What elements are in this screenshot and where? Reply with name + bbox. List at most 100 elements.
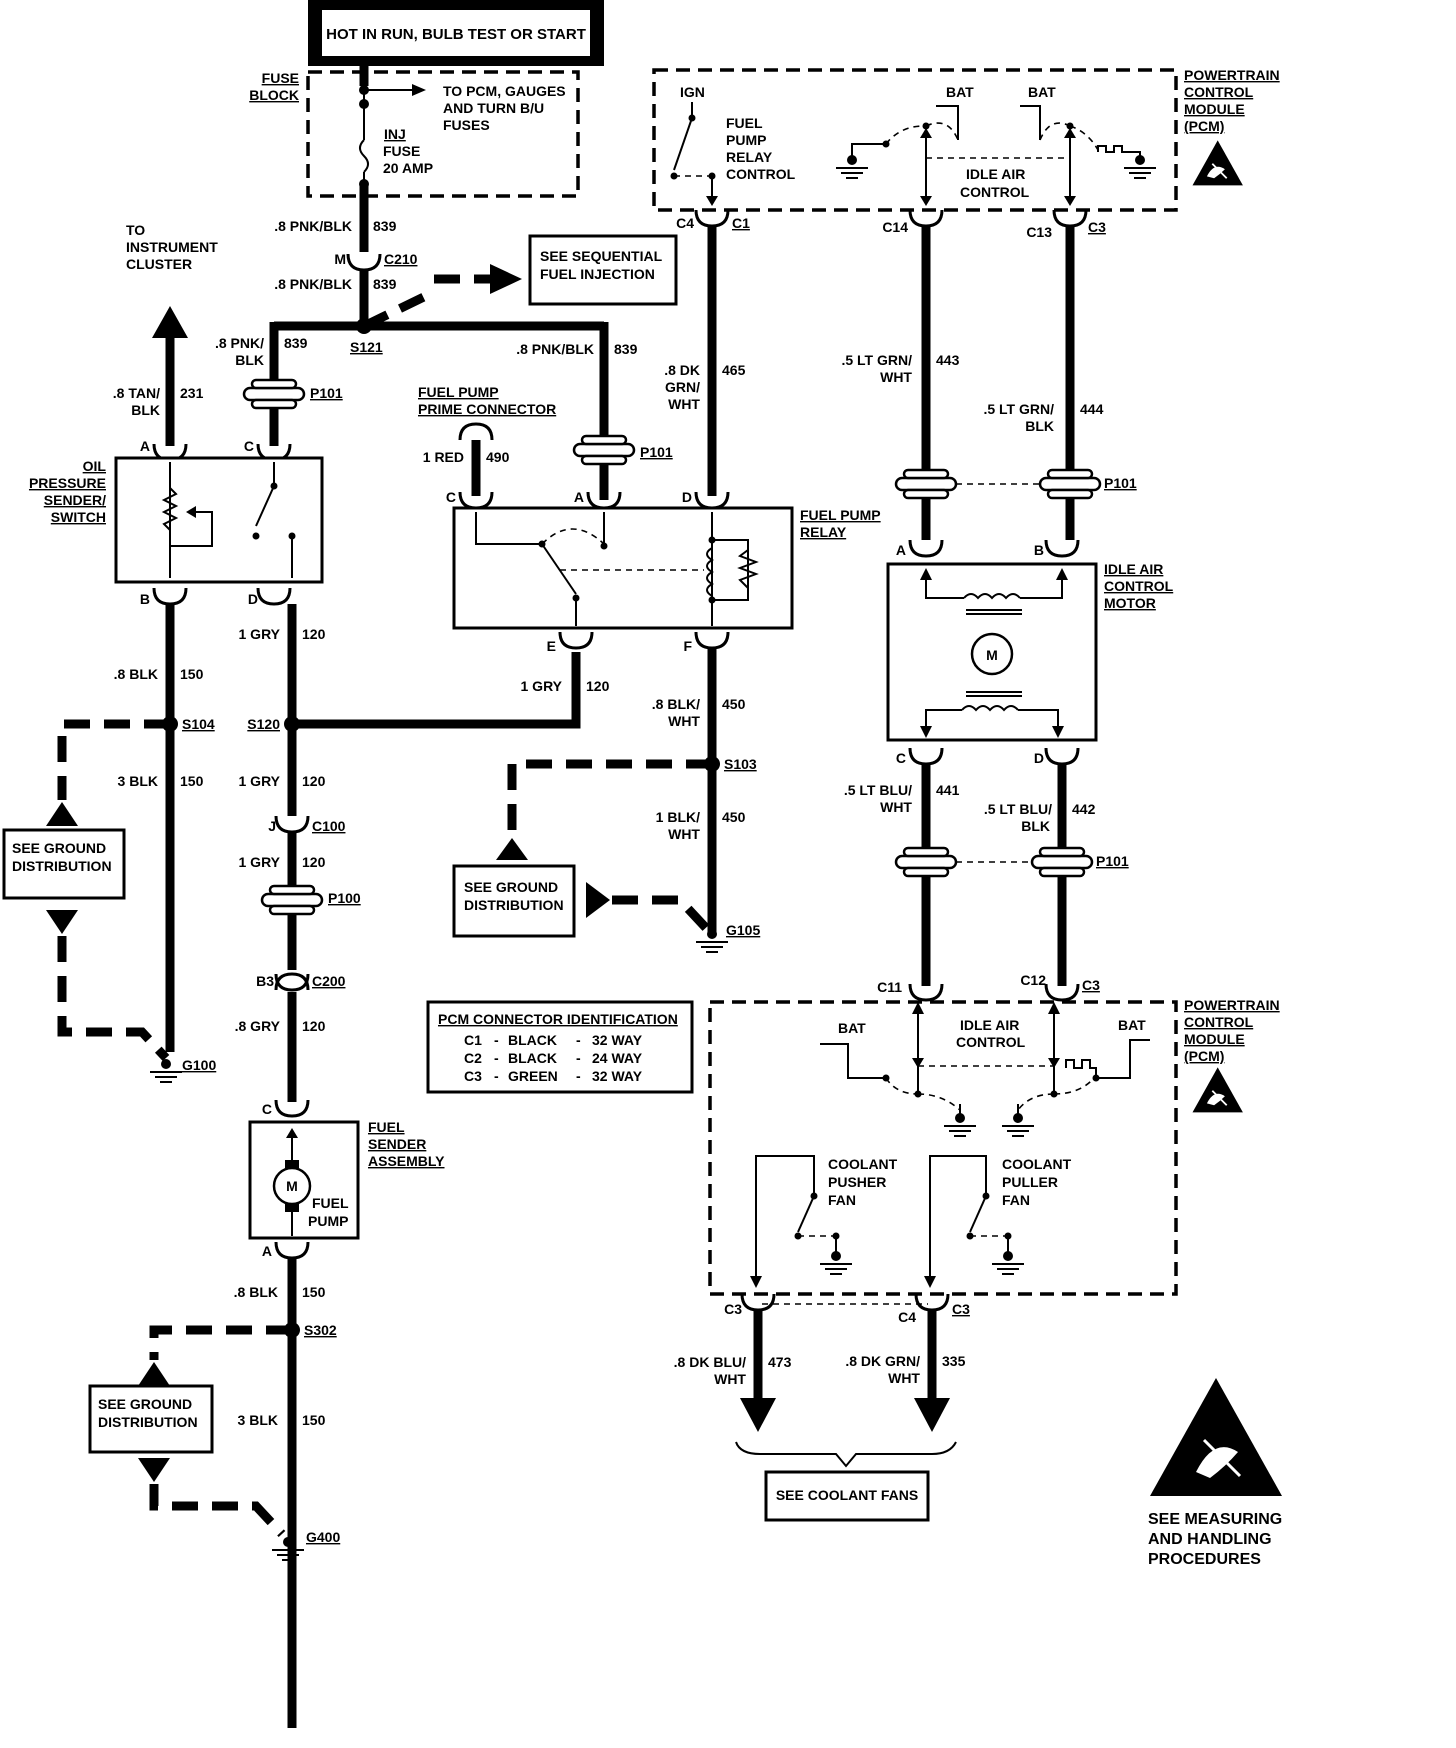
fs-pin-a: A bbox=[262, 1243, 272, 1259]
pcm-bot-c3-l: C3 bbox=[724, 1301, 742, 1317]
pcm-bot-l4: (PCM) bbox=[1184, 1048, 1224, 1064]
gnd-mid-l2: DISTRIBUTION bbox=[464, 897, 564, 913]
w450-b-num: 450 bbox=[722, 809, 746, 825]
prime-l1: FUEL PUMP bbox=[418, 384, 499, 400]
cluster-l3: CLUSTER bbox=[126, 256, 192, 272]
w490-gauge: 1 RED bbox=[423, 449, 464, 465]
iac-l2: CONTROL bbox=[1104, 578, 1174, 594]
w150-d-num: 150 bbox=[302, 1412, 326, 1428]
oil-pin-b: B bbox=[140, 591, 150, 607]
header-title: HOT IN RUN, BULB TEST OR START bbox=[326, 26, 586, 43]
circuit-120: 1 GRY 120 S120 1 GRY 120 1 GRY 120 J C10… bbox=[235, 604, 610, 1102]
c200-pin: B3 bbox=[256, 973, 274, 989]
fuel-pump-prime-connector: FUEL PUMP PRIME CONNECTOR 1 RED 490 bbox=[418, 384, 556, 496]
oil-pin-c: C bbox=[244, 438, 254, 454]
sfi-line-2: FUEL INJECTION bbox=[540, 266, 655, 282]
fs-l2: SENDER bbox=[368, 1136, 426, 1152]
esd-l1: SEE MEASURING bbox=[1148, 1511, 1282, 1528]
svg-text:-: - bbox=[576, 1068, 581, 1084]
p101-d: P101 bbox=[1096, 853, 1129, 869]
w839-top-gauge: .8 PNK/BLK bbox=[274, 218, 352, 234]
gnd-bot-l2: DISTRIBUTION bbox=[98, 1414, 198, 1430]
iac-pin-d: D bbox=[1034, 750, 1044, 766]
pcm-bot-c12: C12 bbox=[1020, 972, 1046, 988]
fuse-to-line-3: FUSES bbox=[443, 117, 490, 133]
w442-num: 442 bbox=[1072, 801, 1096, 817]
pcm-top-c13: C13 bbox=[1026, 224, 1052, 240]
p101-b: P101 bbox=[640, 444, 673, 460]
pcm-bot-bat-l: BAT bbox=[838, 1020, 866, 1036]
oil-pin-d: D bbox=[248, 591, 258, 607]
pcm-bot-c3-top: C3 bbox=[1082, 977, 1100, 993]
gnd-bot-l1: SEE GROUND bbox=[98, 1396, 192, 1412]
w120-e-gauge: 1 GRY bbox=[521, 678, 563, 694]
w450-a-g1: .8 BLK/ bbox=[652, 696, 700, 712]
w150-a-num: 150 bbox=[180, 666, 204, 682]
w120-b-num: 120 bbox=[302, 773, 326, 789]
s302: S302 bbox=[304, 1322, 337, 1338]
w120-c-num: 120 bbox=[302, 854, 326, 870]
gnd-mid-l1: SEE GROUND bbox=[464, 879, 558, 895]
iac-pin-a: A bbox=[896, 542, 906, 558]
fs-pin-c: C bbox=[262, 1101, 272, 1117]
fuel-sender-assembly: C FUEL SENDER ASSEMBLY M FUEL PUMP A bbox=[248, 1098, 445, 1260]
w442-g1: .5 LT BLU/ bbox=[984, 801, 1052, 817]
w150-d-gauge: 3 BLK bbox=[238, 1412, 278, 1428]
pcm-top-l3: MODULE bbox=[1184, 101, 1245, 117]
w120-d-gauge: .8 GRY bbox=[235, 1018, 281, 1034]
w839-mid-num: 839 bbox=[373, 276, 397, 292]
c210-label: C210 bbox=[384, 251, 418, 267]
fuse-block: FUSE BLOCK TO PCM, GAUGES AND TURN B/U F… bbox=[249, 66, 580, 198]
w444-num: 444 bbox=[1080, 401, 1104, 417]
w442-g2: BLK bbox=[1021, 818, 1050, 834]
instrument-cluster-arrow: TO INSTRUMENT CLUSTER .8 TAN/ BLK 231 bbox=[113, 222, 218, 446]
pcm-top-c4: C4 bbox=[676, 215, 694, 231]
ground-box-left: SEE GROUND DISTRIBUTION bbox=[2, 828, 126, 900]
idle-air-control-motor: A B IDLE AIR CONTROL MOTOR M C D bbox=[886, 538, 1174, 766]
circuit-150-bottom: .8 BLK 150 S302 3 BLK 150 G400 bbox=[138, 1258, 340, 1728]
p100: P100 bbox=[328, 890, 361, 906]
pcm-top-iac-1: IDLE AIR bbox=[966, 166, 1025, 182]
pcm-bot-c3-r: C3 bbox=[952, 1301, 970, 1317]
esd-l2: AND HANDLING bbox=[1148, 1531, 1272, 1548]
pcm-bot-l3: MODULE bbox=[1184, 1031, 1245, 1047]
w443-num: 443 bbox=[936, 352, 960, 368]
esd-note: SEE MEASURING AND HANDLING PROCEDURES bbox=[1148, 1378, 1282, 1568]
relay-pin-f: F bbox=[683, 638, 692, 654]
pcm-id-r2-way: 32 WAY bbox=[592, 1068, 643, 1084]
fuel-pump-relay: C A D FUEL PUMP RELAY E F bbox=[446, 489, 881, 654]
c210-pin: M bbox=[334, 251, 346, 267]
pcm-bot-l2: CONTROL bbox=[1184, 1014, 1254, 1030]
w120-a-gauge: 1 GRY bbox=[239, 626, 281, 642]
svg-text:-: - bbox=[494, 1068, 499, 1084]
pcm-id-r2-c: C3 bbox=[464, 1068, 482, 1084]
pcm-bot-l1: POWERTRAIN bbox=[1184, 997, 1280, 1013]
g400: G400 bbox=[306, 1529, 340, 1545]
pcm-bot-iac-1: IDLE AIR bbox=[960, 1017, 1019, 1033]
w450-b-g1: 1 BLK/ bbox=[656, 809, 700, 825]
w465-g2: GRN/ bbox=[665, 379, 700, 395]
fuse-to-line-1: TO PCM, GAUGES bbox=[443, 83, 566, 99]
w335-num: 335 bbox=[942, 1353, 966, 1369]
pcm-connector-identification: PCM CONNECTOR IDENTIFICATION C1 - BLACK … bbox=[426, 1000, 694, 1094]
iac-pin-b: B bbox=[1034, 542, 1044, 558]
puller-3: FAN bbox=[1002, 1192, 1030, 1208]
pcm-top: POWERTRAIN CONTROL MODULE (PCM) IGN FUEL… bbox=[652, 67, 1280, 240]
pcm-bot-bat-r: BAT bbox=[1118, 1017, 1146, 1033]
pcm-id-r1-color: BLACK bbox=[508, 1050, 557, 1066]
pcm-id-r0-c: C1 bbox=[464, 1032, 482, 1048]
svg-text:-: - bbox=[494, 1032, 499, 1048]
c100-pin: J bbox=[268, 818, 276, 834]
pcm-top-l4: (PCM) bbox=[1184, 118, 1224, 134]
esd-l3: PROCEDURES bbox=[1148, 1551, 1261, 1568]
pcm-id-r0-way: 32 WAY bbox=[592, 1032, 643, 1048]
oil-pressure-sender: OIL PRESSURE SENDER/ SWITCH A C B D bbox=[29, 438, 324, 607]
w120-e-num: 120 bbox=[586, 678, 610, 694]
fprc-4: CONTROL bbox=[726, 166, 796, 182]
fs-l3: ASSEMBLY bbox=[368, 1153, 445, 1169]
pusher-1: COOLANT bbox=[828, 1156, 898, 1172]
fprc-2: PUMP bbox=[726, 132, 766, 148]
w839-right-num: 839 bbox=[614, 341, 638, 357]
w839-top-num: 839 bbox=[373, 218, 397, 234]
